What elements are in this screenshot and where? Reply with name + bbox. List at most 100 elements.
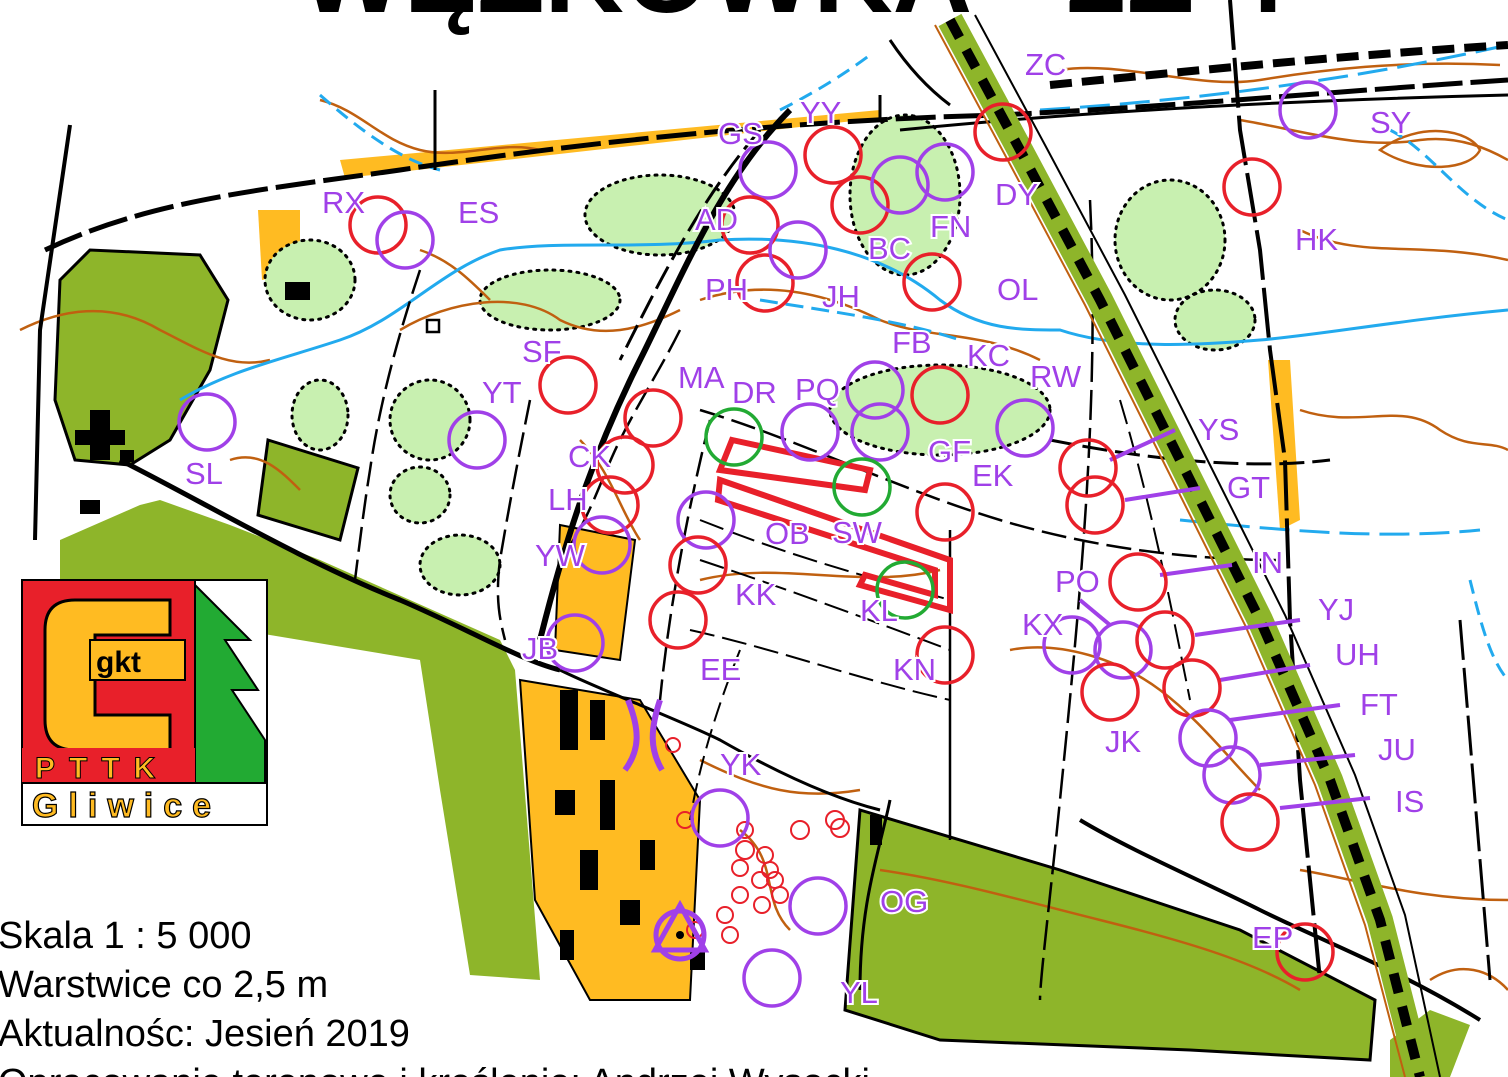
control-circle-uh [1162, 658, 1222, 718]
control-code-jb: JB [522, 631, 558, 666]
control-code-kk: KK [735, 577, 777, 612]
map-title: WĘŻKOWKA - 2Z 4 [300, 0, 1286, 36]
control-circle-zc [973, 102, 1033, 162]
control-code-ma: MA [678, 360, 725, 395]
author-text: Opracowanie terenowe i kreślenie: Andrze… [0, 1062, 870, 1077]
logo-city: Gliwice [32, 787, 221, 825]
control-code-jk: JK [1105, 724, 1142, 759]
control-code-ad: AD [695, 202, 738, 237]
control-circle-dy [915, 142, 975, 202]
control-circle-ol [902, 252, 962, 312]
control-circle-sw [832, 457, 892, 517]
olive-area-southeast [843, 808, 1377, 1062]
control-circle-ob [676, 490, 736, 550]
control-code-ek: EK [972, 458, 1014, 493]
control-code-og: OG [880, 884, 928, 919]
leader-lines [1078, 428, 1371, 810]
yellow-parking [553, 523, 637, 662]
control-code-gf: GF [928, 434, 971, 469]
control-circle-jh [768, 220, 828, 280]
control-code-ph: PH [705, 272, 748, 307]
control-code-ol: OL [997, 272, 1038, 307]
control-circle-gf [850, 402, 910, 462]
control-code-po: PO [1055, 564, 1100, 599]
control-circle-po [1093, 620, 1153, 680]
streams [179, 43, 1508, 682]
control-circle-yl [742, 948, 802, 1008]
control-circle-jb [545, 613, 605, 673]
control-code-hk: HK [1295, 222, 1338, 257]
control-code-yj: YJ [1318, 592, 1354, 627]
olive-area-small [256, 438, 360, 542]
control-circle-sf [538, 355, 598, 415]
start-triangle [650, 899, 710, 962]
control-circle-kx [1042, 615, 1102, 675]
update-text: Aktualnośc: Jesień 2019 [0, 1013, 410, 1055]
control-code-dy: DY [995, 177, 1038, 212]
control-code-lh: LH [548, 482, 588, 517]
control-circle-yw [572, 515, 632, 575]
logo-gkt-box [89, 639, 186, 681]
control-code-ju: JU [1378, 732, 1416, 767]
logo-city-box [21, 782, 268, 826]
control-circle-gt [1065, 475, 1125, 535]
control-circle-ck [595, 435, 655, 495]
control-code-es: ES [458, 195, 499, 230]
control-code-yy: YY [800, 95, 841, 130]
control-code-sy: SY [1370, 105, 1411, 140]
passage-marks [622, 698, 665, 772]
control-circle-kk [668, 535, 728, 595]
control-code-ep: EP [1252, 920, 1293, 955]
control-code-sl: SL [185, 456, 223, 491]
control-circle-ee [648, 590, 708, 650]
control-circle-jk [1080, 662, 1140, 722]
control-circle-rx [348, 195, 408, 255]
control-code-ck: CK [568, 439, 611, 474]
control-circle-kl [875, 560, 935, 620]
control-circle-fb [845, 360, 905, 420]
logo-pttk: PTTK [35, 752, 169, 785]
logo-c-letter [43, 598, 172, 752]
control-code-kl: KL [860, 593, 898, 628]
control-code-yw: YW [535, 538, 586, 573]
control-circle-lh [580, 475, 640, 535]
control-code-gt: GT [1227, 470, 1270, 505]
roads [33, 0, 1508, 1022]
control-code-bc: BC [868, 231, 911, 266]
control-circle-kc [910, 365, 970, 425]
control-code-pq: PQ [795, 372, 840, 407]
control-circle-ph [735, 253, 795, 313]
control-circle-ep [1275, 922, 1335, 982]
control-code-yk: YK [720, 747, 762, 782]
control-circle-sl [177, 392, 237, 452]
control-code-rw: RW [1030, 359, 1082, 394]
control-circle-is [1220, 792, 1280, 852]
control-code-uh: UH [1335, 637, 1380, 672]
control-code-is: IS [1395, 784, 1424, 819]
control-circle-dr [704, 407, 764, 467]
control-circle-yj [1135, 610, 1195, 670]
control-circle-gs [738, 140, 798, 200]
control-code-dr: DR [732, 375, 777, 410]
forbidden-area [714, 436, 953, 614]
control-code-kn: KN [893, 652, 936, 687]
control-circle-hk [1222, 157, 1282, 217]
control-circle-og [788, 876, 848, 936]
small-markers [665, 737, 850, 944]
control-circle-fn [870, 155, 930, 215]
control-circle-ys [1058, 438, 1118, 498]
control-code-sw: SW [832, 515, 883, 550]
logo-pttk-box [22, 748, 195, 783]
control-circle-ek [915, 482, 975, 542]
control-circle-bc [830, 175, 890, 235]
control-circle-yk [690, 788, 750, 848]
control-code-kc: KC [967, 338, 1010, 373]
control-circle-ad [720, 195, 780, 255]
control-circle-in [1108, 552, 1168, 612]
control-code-jh: JH [822, 279, 860, 314]
control-code-zc: ZC [1025, 47, 1066, 82]
control-circle-ju [1202, 745, 1262, 805]
control-circle-ft [1178, 708, 1238, 768]
